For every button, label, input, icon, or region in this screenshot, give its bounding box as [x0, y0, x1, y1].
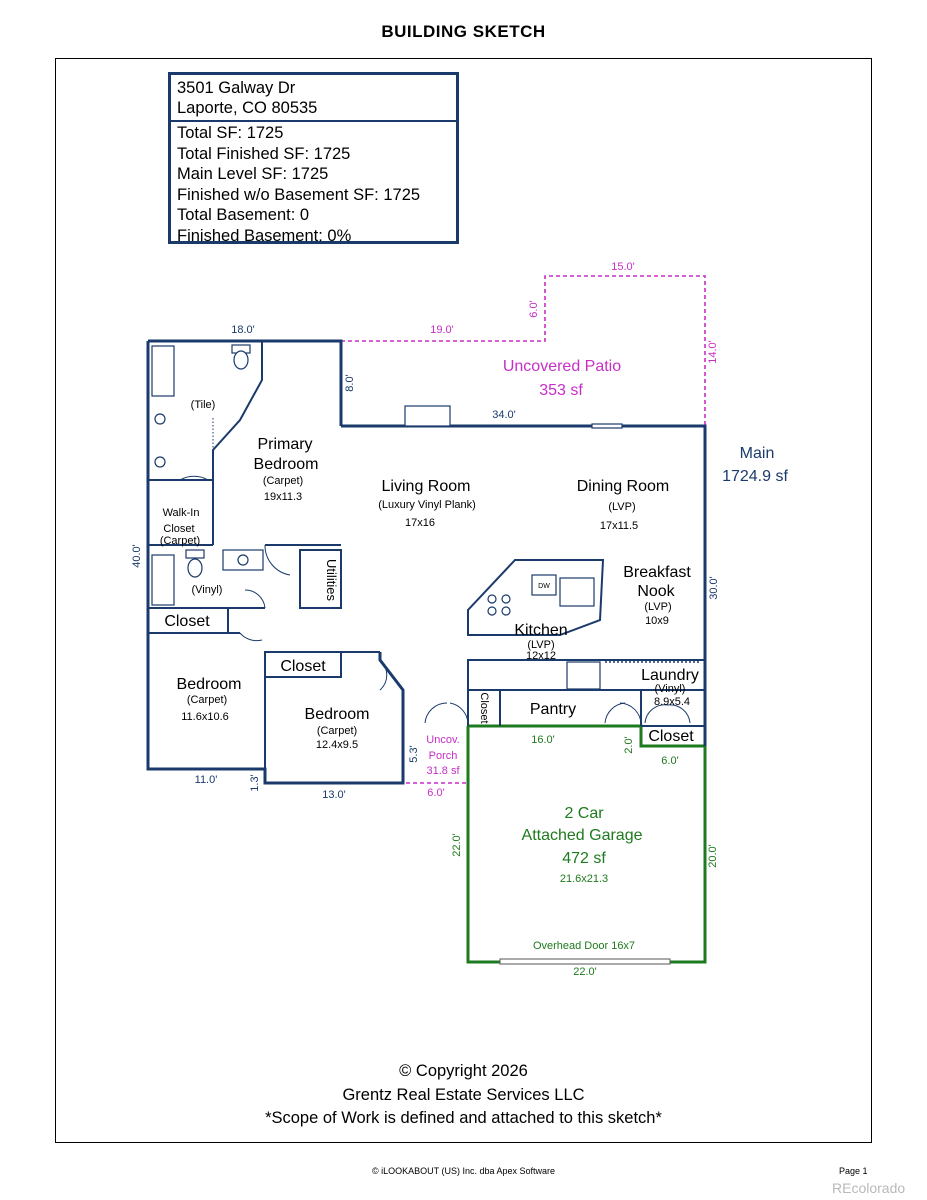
page-title: BUILDING SKETCH [381, 22, 546, 41]
pantry-label: Pantry [530, 701, 576, 718]
dim-garage-right: 20.0' [707, 844, 719, 868]
garage-line-2: Attached Garage [522, 827, 643, 844]
software-credit: © iLOOKABOUT (US) Inc. dba Apex Software [371, 1166, 556, 1176]
main-area-sf: 1724.9 sf [722, 468, 788, 485]
primary-bedroom-line-1: Primary [257, 436, 312, 453]
property-info-box: 3501 Galway Dr Laporte, CO 80535 Total S… [168, 72, 459, 247]
dim-top-left: 18.0' [231, 324, 255, 336]
main-area-label: Main [740, 445, 775, 462]
breakfast-nook-floor: (LVP) [644, 601, 671, 613]
dim-patio-top-left: 19.0' [430, 324, 454, 336]
patio-label: Uncovered Patio [503, 358, 621, 375]
overhead-door [499, 958, 671, 965]
porch-line-1: Uncov. [426, 734, 459, 746]
door-swings [179, 475, 691, 724]
garage-line-1: 2 Car [564, 805, 604, 822]
dim-bottom-step: 1.3' [249, 774, 261, 791]
dishwasher-label: DW [538, 583, 550, 590]
dim-patio-top-right: 15.0' [611, 261, 635, 273]
kitchen-name: Kitchen [514, 622, 567, 639]
bedroom-1-dims: 11.6x10.6 [181, 711, 229, 723]
primary-bedroom-floor: (Carpet) [263, 475, 303, 487]
copyright-line-2: Grentz Real Estate Services LLC [342, 1085, 585, 1104]
copyright-line-3: *Scope of Work is defined and attached t… [265, 1109, 662, 1127]
overhead-door-label: Overhead Door 16x7 [533, 940, 635, 952]
area-stats: Total SF: 1725 Total Finished SF: 1725 M… [171, 122, 456, 247]
dining-room-dims: 17x11.5 [600, 520, 638, 532]
tile-label: (Tile) [191, 399, 216, 411]
living-room-dims: 17x16 [405, 517, 435, 529]
dim-patio-step: 6.0' [528, 300, 540, 317]
uncovered-patio-outline [341, 275, 706, 784]
dim-patio-left: 8.0' [344, 374, 356, 391]
porch-sf: 31.8 sf [426, 765, 460, 777]
fixtures [151, 344, 623, 690]
garage-closet-label: Closet [648, 728, 694, 745]
walkin-closet-line-1: Walk-In [163, 507, 200, 519]
bedroom-2-name: Bedroom [305, 706, 370, 723]
primary-bedroom-dims: 19x11.3 [264, 491, 302, 503]
walkin-closet-line-2: Closet [163, 523, 194, 535]
breakfast-nook-dims: 10x9 [645, 615, 669, 627]
stat-finished-wo-basement-sf: Finished w/o Basement SF: 1725 [177, 185, 421, 204]
garage-sf: 472 sf [562, 850, 606, 867]
stat-total-finished-sf: Total Finished SF: 1725 [177, 144, 351, 163]
recolorado-watermark: REcolorado [832, 1180, 906, 1196]
dining-room-floor: (LVP) [608, 501, 635, 513]
sketch-frame [55, 58, 872, 1143]
living-room-name: Living Room [382, 478, 471, 495]
page-number: Page 1 [839, 1166, 868, 1176]
kitchen-floor: (LVP) [527, 639, 554, 651]
living-room-floor: (Luxury Vinyl Plank) [378, 499, 476, 511]
garage-dims: 21.6x21.3 [560, 873, 608, 885]
kitchen-dims: 12x12 [526, 650, 556, 662]
primary-bedroom-line-2: Bedroom [254, 456, 319, 473]
porch-line-2: Porch [429, 750, 458, 762]
copyright-line-1: © Copyright 2026 [399, 1062, 528, 1080]
utilities-label: Utilities [324, 559, 339, 601]
stat-total-basement: Total Basement: 0 [177, 206, 310, 225]
property-address: 3501 Galway Dr Laporte, CO 80535 [171, 75, 456, 122]
dim-garage-top-right: 6.0' [661, 755, 678, 767]
address-line-2: Laporte, CO 80535 [177, 99, 318, 117]
main-exterior-walls [146, 339, 707, 785]
stat-main-level-sf: Main Level SF: 1725 [177, 165, 329, 184]
breakfast-nook-line-1: Breakfast [623, 564, 691, 581]
breakfast-nook-line-2: Nook [637, 583, 675, 600]
dim-garage-left: 22.0' [451, 833, 463, 857]
dim-garage-step: 2.0' [623, 736, 635, 753]
patio-sf: 353 sf [539, 382, 583, 399]
copyright-block: © Copyright 2026 Grentz Real Estate Serv… [0, 1060, 927, 1131]
dim-bottom-left: 11.0' [195, 774, 218, 786]
dim-left-side: 40.0' [131, 544, 143, 568]
dim-patio-right: 14.0' [707, 340, 719, 364]
bedroom-1-name: Bedroom [177, 676, 242, 693]
dim-garage-top: 16.0' [531, 734, 555, 746]
laundry-name: Laundry [641, 667, 699, 684]
dim-porch-bottom: 6.0' [427, 787, 444, 799]
dim-right-side: 30.0' [708, 576, 720, 600]
dim-garage-bottom: 22.0' [573, 966, 597, 978]
hall-closet-label: Closet [478, 692, 490, 723]
bedroom-2-closet-label: Closet [280, 658, 326, 675]
stat-total-sf: Total SF: 1725 [177, 124, 284, 142]
bath-2-floor: (Vinyl) [192, 584, 223, 596]
bedroom-2-dims: 12.4x9.5 [316, 739, 358, 751]
laundry-floor: (Vinyl) [655, 683, 686, 695]
dim-porch-side: 5.3' [408, 745, 420, 762]
walkin-closet-floor: (Carpet) [160, 535, 200, 547]
dining-room-name: Dining Room [577, 478, 669, 495]
bath-closet-label: Closet [164, 613, 210, 630]
dim-patio-bottom: 34.0' [492, 409, 516, 421]
address-line-1: 3501 Galway Dr [177, 79, 296, 97]
laundry-dims: 8.9x5.4 [654, 696, 690, 708]
stat-finished-basement: Finished Basement: 0% [177, 226, 352, 245]
bedroom-1-floor: (Carpet) [187, 694, 227, 706]
bedroom-2-floor: (Carpet) [317, 725, 357, 737]
dim-bottom-mid: 13.0' [322, 789, 346, 801]
